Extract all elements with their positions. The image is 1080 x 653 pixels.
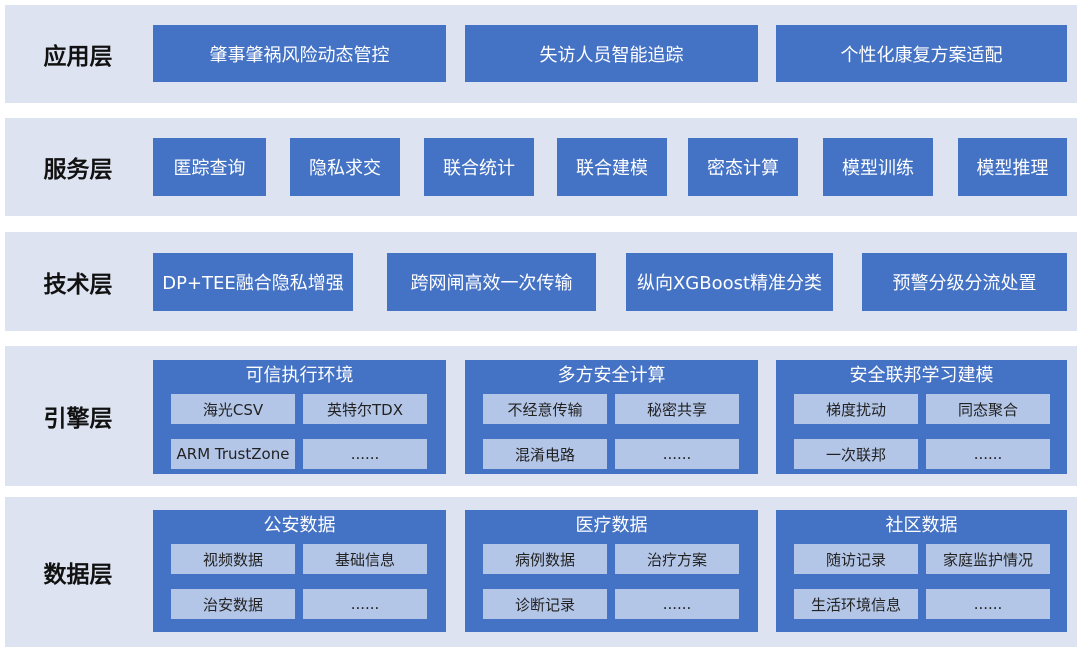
service-box-pir: 匿踪查询	[153, 138, 266, 196]
data-group-police: 公安数据 视频数据 基础信息 治安数据 ......	[153, 510, 446, 632]
engine-cell-federated-more: ......	[926, 439, 1050, 469]
engine-layer: 引擎层 可信执行环境 海光CSV 英特尔TDX ARM TrustZone ..…	[5, 346, 1077, 486]
application-layer-label: 应用层	[43, 44, 113, 70]
technology-layer: 技术层 DP+TEE融合隐私增强 跨网闸高效一次传输 纵向XGBoost精准分类…	[5, 232, 1077, 331]
engine-cell-oblivious-transfer: 不经意传输	[483, 394, 607, 424]
tech-box-gateway-transfer: 跨网闸高效一次传输	[387, 253, 596, 311]
engine-group-tee: 可信执行环境 海光CSV 英特尔TDX ARM TrustZone ......	[153, 360, 446, 474]
engine-cell-homomorphic-aggregation: 同态聚合	[926, 394, 1050, 424]
engine-cell-intel-tdx: 英特尔TDX	[303, 394, 427, 424]
engine-group-tee-title: 可信执行环境	[245, 365, 354, 386]
service-box-model-inference: 模型推理	[958, 138, 1067, 196]
data-cell-living-environment: 生活环境信息	[794, 589, 918, 619]
data-cell-police-more: ......	[303, 589, 427, 619]
data-cell-treatment-plan: 治疗方案	[615, 544, 739, 574]
tech-box-xgboost: 纵向XGBoost精准分类	[626, 253, 833, 311]
service-box-psi: 隐私求交	[290, 138, 400, 196]
service-box-joint-stats: 联合统计	[424, 138, 534, 196]
service-layer-label: 服务层	[43, 157, 113, 183]
service-box-secure-compute: 密态计算	[688, 138, 798, 196]
app-box-lost-tracking: 失访人员智能追踪	[465, 25, 758, 82]
data-cell-video-data: 视频数据	[171, 544, 295, 574]
engine-cell-mpc-more: ......	[615, 439, 739, 469]
app-box-risk-control: 肇事肇祸风险动态管控	[153, 25, 446, 82]
engine-cell-garbled-circuit: 混淆电路	[483, 439, 607, 469]
data-group-community-title: 社区数据	[885, 515, 958, 536]
service-box-model-training: 模型训练	[823, 138, 933, 196]
data-cell-family-monitoring: 家庭监护情况	[926, 544, 1050, 574]
service-box-joint-modeling: 联合建模	[557, 138, 667, 196]
application-layer: 应用层 肇事肇祸风险动态管控 失访人员智能追踪 个性化康复方案适配	[5, 5, 1077, 103]
data-group-medical: 医疗数据 病例数据 治疗方案 诊断记录 ......	[465, 510, 758, 632]
engine-group-federated: 安全联邦学习建模 梯度扰动 同态聚合 一次联邦 ......	[776, 360, 1067, 474]
data-layer-label: 数据层	[43, 562, 113, 588]
engine-layer-label: 引擎层	[43, 406, 113, 432]
engine-cell-gradient-perturbation: 梯度扰动	[794, 394, 918, 424]
engine-cell-tee-more: ......	[303, 439, 427, 469]
engine-cell-arm-trustzone: ARM TrustZone	[171, 439, 295, 469]
tech-box-warning-triage: 预警分级分流处置	[862, 253, 1067, 311]
tech-box-dp-tee: DP+TEE融合隐私增强	[153, 253, 353, 311]
engine-group-mpc-title: 多方安全计算	[557, 365, 666, 386]
engine-group-federated-title: 安全联邦学习建模	[849, 365, 994, 386]
engine-cell-hygon-csv: 海光CSV	[171, 394, 295, 424]
data-layer: 数据层 公安数据 视频数据 基础信息 治安数据 ...... 医疗数据 病例数据…	[5, 497, 1077, 647]
data-cell-basic-info: 基础信息	[303, 544, 427, 574]
data-group-community: 社区数据 随访记录 家庭监护情况 生活环境信息 ......	[776, 510, 1067, 632]
data-cell-diagnosis-record: 诊断记录	[483, 589, 607, 619]
data-cell-medical-more: ......	[615, 589, 739, 619]
app-box-rehab-plan: 个性化康复方案适配	[776, 25, 1067, 82]
engine-group-mpc: 多方安全计算 不经意传输 秘密共享 混淆电路 ......	[465, 360, 758, 474]
data-cell-follow-up-record: 随访记录	[794, 544, 918, 574]
data-group-police-title: 公安数据	[263, 515, 336, 536]
data-cell-public-security: 治安数据	[171, 589, 295, 619]
engine-cell-secret-sharing: 秘密共享	[615, 394, 739, 424]
data-cell-case-data: 病例数据	[483, 544, 607, 574]
engine-cell-one-shot-federation: 一次联邦	[794, 439, 918, 469]
data-group-medical-title: 医疗数据	[575, 515, 648, 536]
technology-layer-label: 技术层	[43, 271, 113, 298]
service-layer: 服务层 匿踪查询 隐私求交 联合统计 联合建模 密态计算 模型训练 模型推理	[5, 118, 1077, 216]
data-cell-community-more: ......	[926, 589, 1050, 619]
